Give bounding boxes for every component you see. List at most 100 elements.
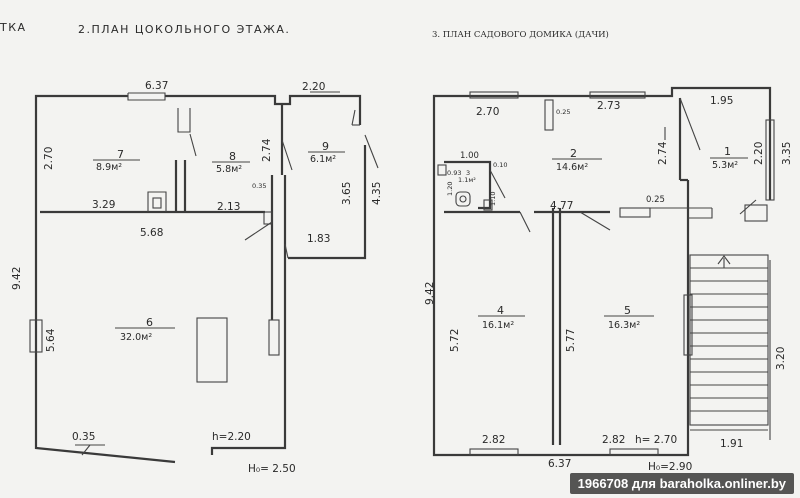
right-dim-274: 2.74 (657, 141, 669, 165)
room-2-area: 14.6м² (556, 162, 588, 173)
right-dim-025-top: 0.25 (556, 108, 570, 116)
left-wall-niche (177, 108, 191, 133)
right-dim-942: 9.42 (424, 282, 436, 305)
right-dim-195: 1.95 (710, 95, 733, 107)
left-top-window (127, 92, 166, 101)
right-entry-door (739, 199, 757, 215)
left-ceiling-height: h=2.20 (212, 431, 251, 443)
right-dim-220: 2.20 (753, 142, 765, 165)
right-dim-577: 5.77 (565, 329, 577, 352)
room-4-number: 4 (497, 304, 504, 317)
room-5-area: 16.3м² (608, 320, 640, 331)
right-window-west-stair (683, 294, 693, 356)
left-dim-435: 4.35 (371, 182, 383, 205)
right-door-4 (519, 211, 531, 233)
left-door-bottom (81, 444, 91, 456)
left-dim-top-right: 2.20 (302, 81, 325, 93)
left-door-9 (281, 139, 293, 171)
left-annex-wall (288, 145, 367, 260)
right-dim-320: 3.20 (775, 347, 787, 370)
left-dim-568: 5.68 (140, 227, 163, 239)
right-dim-273: 2.73 (597, 100, 620, 112)
left-dim-564: 5.64 (45, 328, 57, 352)
right-wall-block-025 (619, 207, 651, 218)
left-dim-365: 3.65 (341, 182, 353, 205)
right-outer-wall (432, 94, 560, 457)
right-niche-top (544, 99, 554, 131)
room-5-number: 5 (624, 304, 631, 317)
stair-arrow-head-icon (717, 255, 731, 265)
right-door-5 (579, 211, 611, 231)
left-dim-274: 2.74 (261, 138, 273, 162)
room-1-area: 5.3м² (712, 160, 738, 171)
right-top-window-1 (469, 91, 519, 99)
right-top-wall (540, 86, 772, 200)
left-chimney-inner (152, 197, 162, 209)
left-floor-plan: ТКА 2.ПЛАН ЦОКОЛЬНОГО ЭТАЖА. (0, 21, 383, 475)
left-dim-183: 1.83 (307, 233, 330, 245)
room-2-number: 2 (570, 147, 577, 160)
right-bottom-window-2 (609, 448, 659, 456)
right-top-window-2 (589, 91, 646, 99)
left-table-outline (196, 317, 228, 383)
right-floor-plan: 3. ПЛАН САДОВОГО ДОМИКА (ДАЧИ) (424, 29, 793, 473)
left-plan-title: 2.ПЛАН ЦОКОЛЬНОГО ЭТАЖА. (78, 23, 290, 36)
left-dim-bottom-035: 0.35 (72, 431, 95, 443)
room-1-number: 1 (724, 145, 731, 158)
left-outer-wall (34, 94, 176, 464)
left-dim-329: 3.29 (92, 199, 115, 211)
room-6-number: 6 (146, 316, 153, 329)
right-sink (483, 199, 493, 211)
watermark-label: 1966708 для baraholka.onliner.by (569, 473, 794, 494)
left-dim-top: 6.37 (145, 80, 168, 92)
left-edge-title-fragment: ТКА (0, 21, 27, 34)
left-outer-wall-bottom-right (210, 175, 287, 455)
right-bottom-window-1 (469, 448, 519, 456)
left-stub-9 (351, 109, 356, 126)
right-dim-100: 1.00 (460, 151, 479, 161)
right-entry-step (744, 204, 768, 222)
room-7-number: 7 (117, 148, 124, 161)
right-fixture-top (437, 164, 447, 176)
left-floor-height: H₀= 2.50 (248, 463, 296, 475)
right-plan-title: 3. ПЛАН САДОВОГО ДОМИКА (ДАЧИ) (432, 29, 609, 40)
room-4-area: 16.1м² (482, 320, 514, 331)
left-top-wall (165, 94, 362, 125)
left-window-west (29, 319, 43, 353)
room-8-number: 8 (229, 150, 236, 163)
right-dim-110: 1.10 (489, 192, 497, 206)
right-entry-ledge (688, 208, 713, 219)
right-staircase (689, 254, 769, 426)
left-dim-213: 2.13 (217, 201, 240, 213)
right-toilet-bowl (459, 195, 467, 203)
right-dim-477: 4.77 (550, 200, 573, 212)
left-window-east (268, 319, 280, 356)
stair-outline (689, 254, 769, 426)
left-door-6 (244, 221, 273, 241)
room-9-number: 9 (322, 140, 329, 153)
room-9-area: 6.1м² (310, 154, 336, 165)
left-annex-door (364, 134, 379, 169)
right-dim-335: 3.35 (781, 142, 793, 165)
right-dim-093: 0.93 (447, 169, 461, 177)
right-toilet (455, 191, 471, 207)
right-dim-270: 2.70 (476, 106, 499, 118)
left-dim-270: 2.70 (43, 147, 55, 170)
right-dim-191: 1.91 (720, 438, 743, 450)
right-bottom-wall (560, 180, 690, 457)
right-dim-025: 0.25 (646, 195, 665, 205)
right-dim-637: 6.37 (548, 458, 571, 470)
room-3-area: 1.1м² (458, 176, 476, 184)
right-floor-height: H₀=2.90 (648, 461, 692, 473)
right-dim-010: 0.10 (493, 161, 507, 169)
room-6-area: 32.0м² (120, 332, 152, 343)
room-8-area: 5.8м² (216, 164, 242, 175)
right-dim-282a: 2.82 (482, 434, 505, 446)
right-window-east (765, 119, 775, 201)
right-door-1 (679, 97, 701, 151)
room-3-number: 3 (466, 169, 470, 177)
right-dim-572: 5.72 (449, 329, 461, 352)
room-7-area: 8.9м² (96, 162, 122, 173)
right-door-3 (489, 169, 506, 199)
